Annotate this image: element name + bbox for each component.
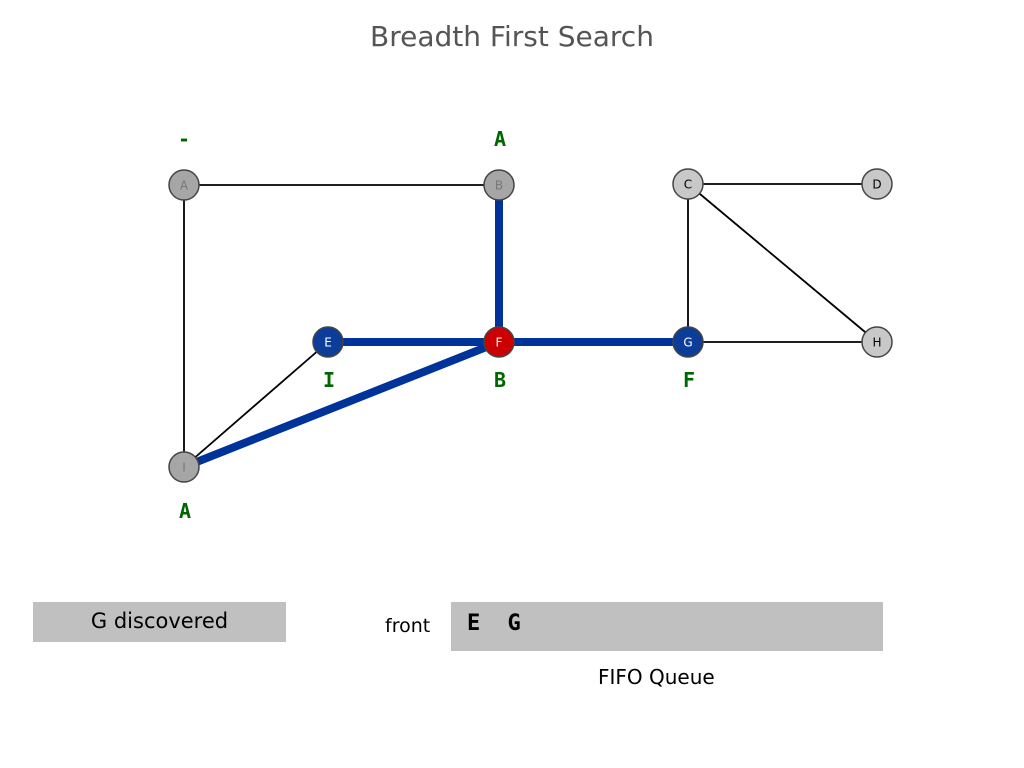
parent-label-b: A: [494, 127, 506, 151]
node-circle: [483, 326, 515, 358]
tree-edge-f-i: [182, 338, 501, 471]
node-c[interactable]: C: [672, 168, 704, 200]
node-label: C: [684, 178, 692, 192]
node-label: D: [872, 178, 881, 192]
status-box: G discovered: [33, 602, 286, 642]
parent-label-f: B: [494, 368, 506, 392]
node-b[interactable]: B: [483, 169, 515, 201]
nodes-layer: A B C D E F G H I: [168, 168, 893, 483]
node-circle: [168, 451, 200, 483]
node-label: H: [872, 336, 881, 350]
node-d[interactable]: D: [861, 168, 893, 200]
node-circle: [483, 169, 515, 201]
page-title: Breadth First Search: [370, 20, 654, 53]
node-circle: [861, 326, 893, 358]
node-circle: [672, 168, 704, 200]
node-label: B: [495, 179, 503, 193]
node-f[interactable]: F: [483, 326, 515, 358]
parent-label-i: A: [179, 499, 191, 523]
node-label: A: [180, 179, 189, 193]
parent-labels-layer: - A I B F A: [178, 127, 695, 523]
node-g[interactable]: G: [672, 326, 704, 358]
node-h[interactable]: H: [861, 326, 893, 358]
status-text: G discovered: [90, 609, 229, 633]
queue-item: E: [467, 611, 481, 636]
edge-e-i: [183, 341, 329, 468]
node-label: F: [496, 336, 503, 350]
node-circle: [312, 326, 344, 358]
node-label: G: [683, 336, 692, 350]
parent-label-g: F: [683, 368, 695, 392]
queue-front-label: front: [385, 615, 431, 637]
edge-c-h: [687, 183, 878, 343]
node-circle: [168, 169, 200, 201]
node-label: E: [324, 336, 332, 350]
node-label: I: [182, 461, 186, 475]
fifo-queue: E G: [451, 602, 883, 651]
node-i[interactable]: I: [168, 451, 200, 483]
queue-item: G: [507, 611, 521, 636]
edges-layer: [182, 183, 878, 471]
node-circle: [672, 326, 704, 358]
queue-caption: FIFO Queue: [598, 665, 715, 689]
node-e[interactable]: E: [312, 326, 344, 358]
parent-label-e: I: [323, 368, 335, 392]
node-circle: [861, 168, 893, 200]
parent-label-a: -: [178, 127, 190, 151]
node-a[interactable]: A: [168, 169, 200, 201]
